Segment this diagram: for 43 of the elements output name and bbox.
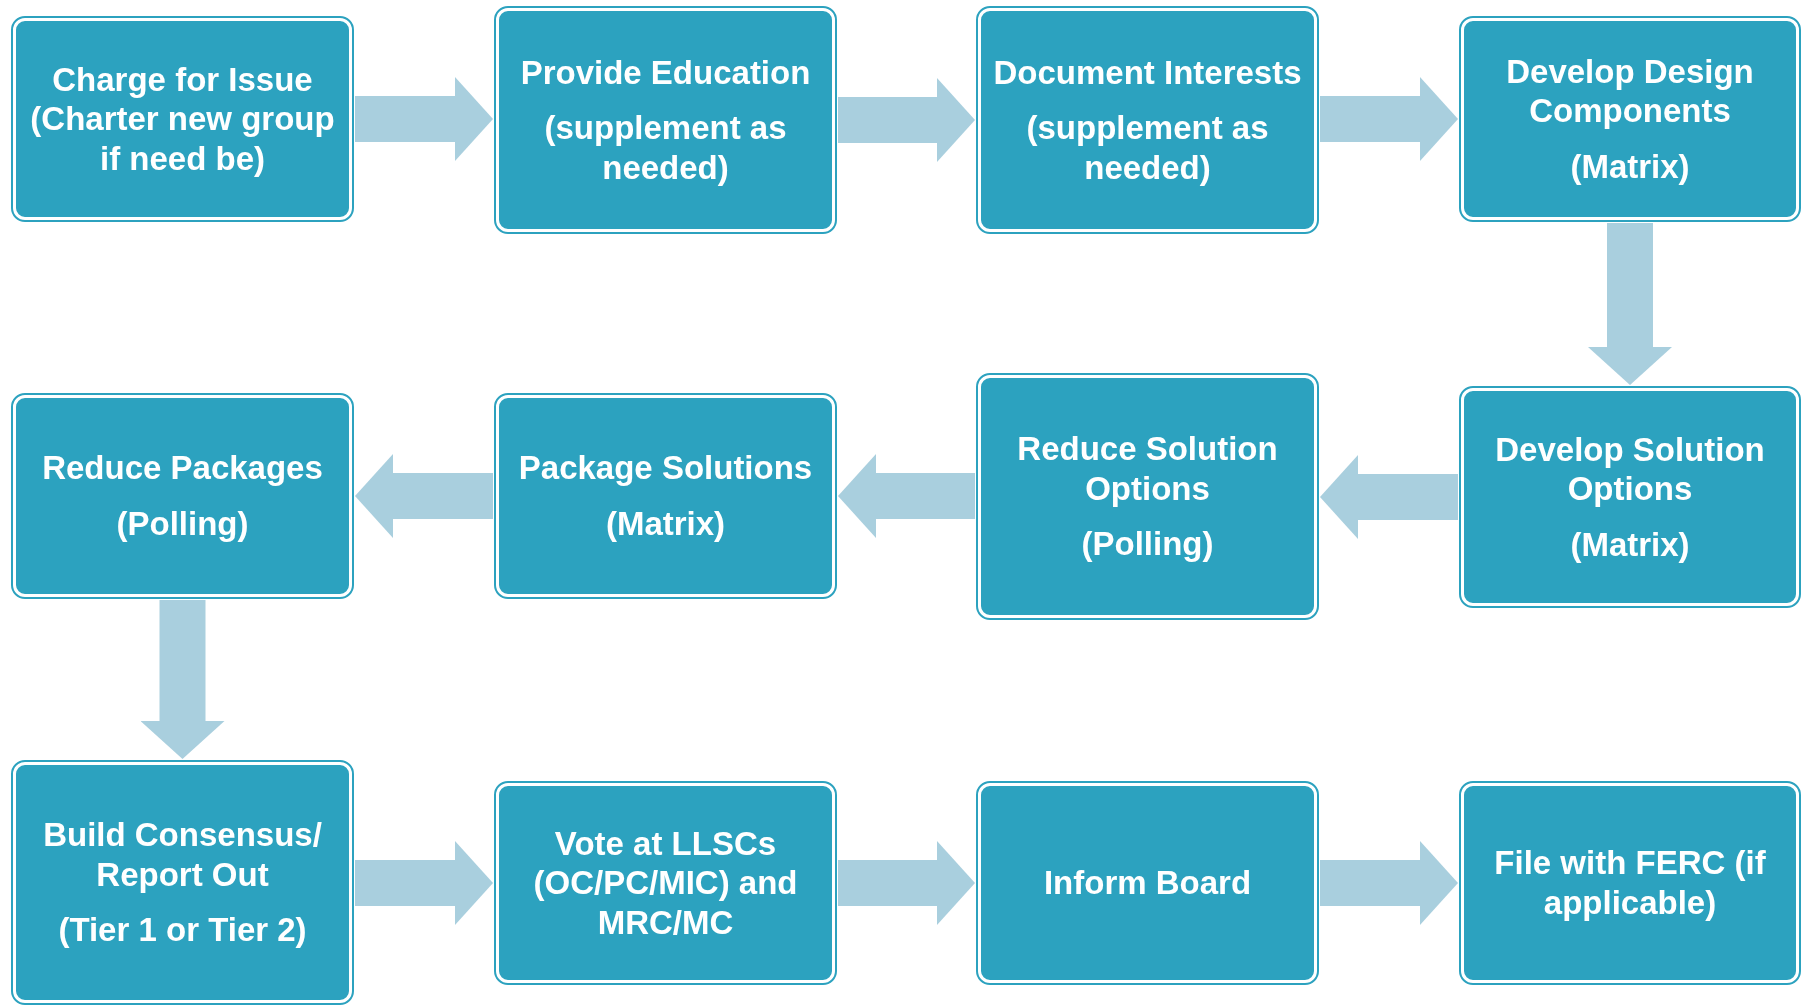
- block-arrow: [140, 600, 225, 759]
- step-title: Inform Board: [1043, 863, 1252, 903]
- block-arrow: [838, 78, 975, 162]
- block-arrow: [1320, 77, 1458, 161]
- process-box: [496, 8, 835, 232]
- block-arrow: [355, 454, 493, 538]
- step-title: Document Interests: [993, 52, 1302, 93]
- process-box: [13, 395, 352, 597]
- step-title: File with FERC (if applicable): [1493, 843, 1767, 923]
- step-title: Vote at LLSCs (OC/PC/MIC) and MRC/MC: [532, 823, 799, 943]
- process-box: [496, 783, 835, 983]
- process-box: [978, 375, 1317, 618]
- step-title: Build Consensus/ Report Out: [42, 815, 323, 895]
- process-box: [978, 8, 1317, 232]
- step-title: Reduce Solution Options: [1016, 429, 1279, 509]
- step-title: Provide Education: [520, 52, 811, 93]
- step-title: Develop Solution Options: [1494, 429, 1766, 509]
- step-note: (Matrix): [605, 504, 726, 544]
- step-note: (supplement as needed): [1025, 108, 1270, 188]
- block-arrow: [355, 77, 493, 161]
- block-arrow: [838, 454, 975, 538]
- block-arrow: [355, 841, 493, 925]
- process-box: [13, 18, 352, 220]
- step-note: (Polling): [1081, 524, 1214, 564]
- step-note: (Polling): [116, 504, 249, 544]
- block-arrow: [1588, 223, 1672, 385]
- step-note: (supplement as needed): [543, 108, 788, 188]
- process-box: [496, 395, 835, 597]
- step-title: Reduce Packages: [42, 448, 323, 488]
- step-title: Develop Design Components: [1505, 51, 1755, 131]
- block-arrow: [838, 841, 975, 925]
- block-arrow: [1320, 841, 1458, 925]
- step-title: Package Solutions: [518, 448, 813, 488]
- step-note: (Matrix): [1570, 524, 1690, 565]
- process-box: [13, 762, 352, 1003]
- block-arrow: [1320, 455, 1458, 539]
- step-note: (Tier 1 or Tier 2): [58, 910, 307, 950]
- process-box: [1461, 783, 1799, 983]
- step-note: (Matrix): [1570, 146, 1690, 187]
- process-box: [1461, 388, 1799, 606]
- process-box: [1461, 18, 1799, 220]
- process-box: [978, 783, 1317, 983]
- step-title: Charge for Issue (Charter new group if need be): [29, 59, 336, 179]
